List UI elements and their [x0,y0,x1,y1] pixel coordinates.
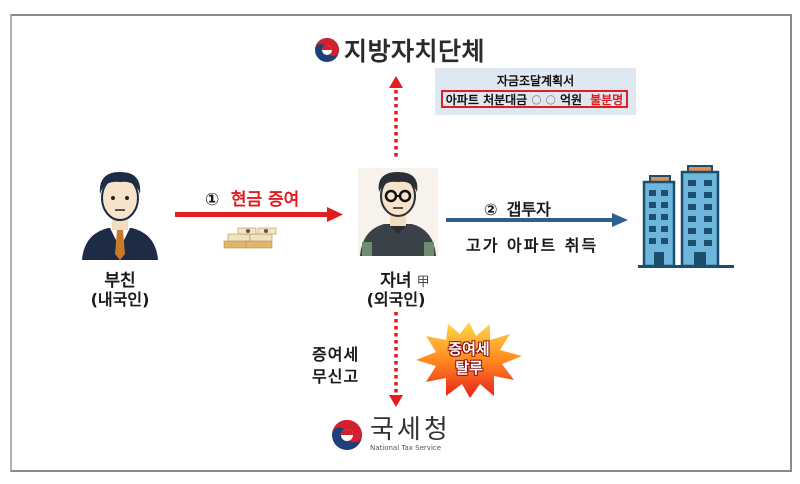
burst-line1: 증여세 [448,340,490,358]
funding-plan-line: 아파트 처분대금 ○ ○ 억원 불분명 [441,90,628,108]
funding-plan-document: 자금조달계획서 아파트 처분대금 ○ ○ 억원 불분명 [435,68,636,115]
parent-status: (내국인) [90,290,150,309]
tax-note-line1: 증여세 [312,345,360,364]
step2-label: ② 갭투자 [484,196,551,220]
step1-text: 현금 증여 [230,190,300,210]
burst-line2: 탈루 [455,359,483,377]
local-government-name: 지방자치단체 [344,37,486,66]
step1-label: ① 현금 증여 [205,185,299,210]
report-down-arrow [389,312,403,407]
parent-businessman-icon [82,172,158,260]
status-unclear: 불분명 [590,92,624,107]
apartment-buildings-icon [638,165,734,268]
step2-number: ② [484,200,498,219]
gap-investment-arrow [446,213,628,227]
child-mark: 甲 [416,275,430,290]
child-status: (외국인) [366,290,426,309]
nts-logo: 국세청 National Tax Service [330,416,451,453]
burst-text: 증여세 탈루 [430,340,508,378]
step1-number: ① [205,190,220,210]
cash-gift-arrow [175,207,343,222]
tax-evasion-burst-icon [416,322,522,398]
child-name-row: 자녀 甲 [360,266,450,291]
amount-unit: 억원 [560,92,583,107]
taegeuk-logo-icon [315,38,339,62]
parent-name: 부친 [104,271,136,291]
child-name: 자녀 [380,271,412,291]
funding-plan-title: 자금조달계획서 [496,74,575,88]
nts-subtitle: National Tax Service [370,444,442,452]
report-up-arrow [389,76,403,158]
tax-unreported-note: 증여세 무신고 [312,344,359,388]
tax-note-line2: 무신고 [312,367,360,386]
child-glasses-man-icon [358,168,438,256]
amount-placeholder: ○ ○ [531,92,556,106]
local-government-logo: 지방자치단체 [314,32,485,68]
nts-name: 국세청 [370,415,451,445]
funding-plan-item: 아파트 처분대금 [445,92,528,107]
taegeuk-logo-icon [332,419,362,450]
step2-sublabel: 고가 아파트 취득 [466,236,599,255]
step2-text: 갭투자 [506,200,551,219]
cash-bundle-icon [223,227,277,249]
